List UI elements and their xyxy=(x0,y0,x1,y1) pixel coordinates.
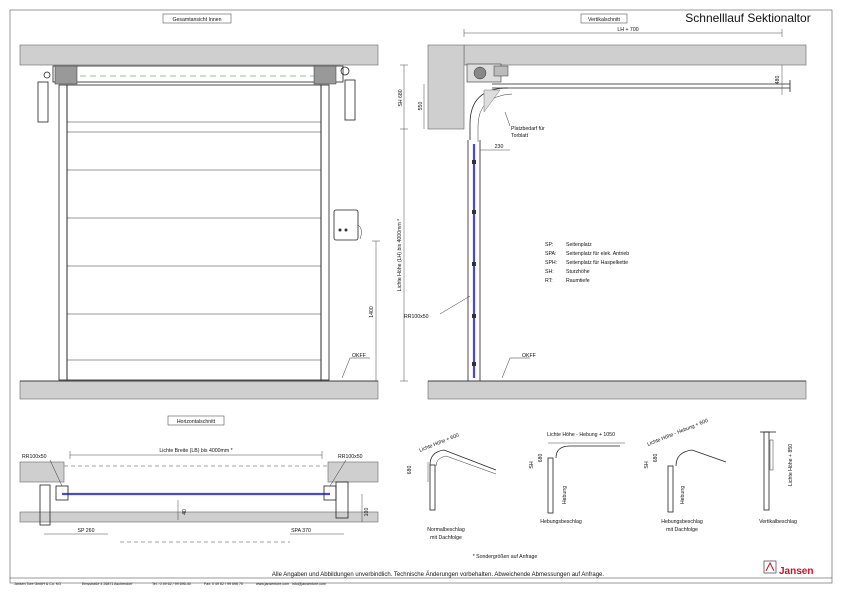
svg-text:RT:: RT: xyxy=(545,278,553,284)
fitting-hebung-dach-label: Hebung xyxy=(680,486,686,504)
svg-text:info@jansentore.com: info@jansentore.com xyxy=(292,582,326,586)
svg-text:Fax: 0 49 62 / 99 696 70: Fax: 0 49 62 / 99 696 70 xyxy=(204,582,243,586)
fitting-normal-caption-1: Normalbeschlag xyxy=(427,527,465,533)
front-view-title: Gesamtansicht Innen xyxy=(172,17,221,23)
svg-text:www.jansentore.com: www.jansentore.com xyxy=(256,582,289,586)
fitting-hebung-dach-680: 680 xyxy=(653,454,659,463)
svg-text:Jansen Tore GmbH & Co. KG: Jansen Tore GmbH & Co. KG xyxy=(14,582,61,586)
okff-left: OKFF xyxy=(352,353,366,359)
sheet-frame xyxy=(9,9,833,584)
fitting-hebung-dach-sh: SH xyxy=(644,461,650,468)
label-rr-left: RR100x50 xyxy=(22,454,47,460)
dim-lichte-breite: Lichte Breite (LB) bis 4000mm * xyxy=(159,448,232,454)
fitting-vertikal-dim: Lichte Höhe + 850 xyxy=(788,444,794,486)
svg-text:Raumtiefe: Raumtiefe xyxy=(566,278,590,284)
fitting-normal-680: 680 xyxy=(407,466,413,475)
label-rr-vertical: RR100x50 xyxy=(404,314,429,320)
dim-spa-370: SPA 370 xyxy=(291,528,311,534)
vertical-section-title: Vertikalschnitt xyxy=(588,17,621,23)
fitting-hebung-caption: Hebungsbeschlag xyxy=(540,519,582,525)
note-special-sizes: * Sondergrößen auf Anfrage xyxy=(473,554,538,560)
fitting-normal: 680 Lichte Höhe + 600 Normalbeschlag mit… xyxy=(407,432,497,541)
dim-lh-700: LH + 700 xyxy=(617,27,638,33)
svg-text:Tel.: 0 49 62 / 99 696-40: Tel.: 0 49 62 / 99 696-40 xyxy=(152,582,191,586)
front-floor xyxy=(19,380,379,400)
dim-480: 480 xyxy=(775,76,781,85)
dim-sp-260: SP 260 xyxy=(78,528,95,534)
dim-230: 230 xyxy=(495,144,504,150)
jansen-logo: Jansen xyxy=(763,560,813,577)
svg-text:Seitenplatz für elek. Antrieb: Seitenplatz für elek. Antrieb xyxy=(566,251,629,257)
dim-550: 550 xyxy=(418,102,424,111)
fitting-hebung-label: Hebung xyxy=(562,486,568,504)
label-platzbedarf-1: Platzbedarf für xyxy=(511,126,545,132)
lintel-wall xyxy=(427,44,465,130)
svg-text:SP:: SP: xyxy=(545,242,553,248)
fitting-hebung: Lichte Höhe - Hebung + 1050 SH 680 Hebun… xyxy=(529,432,625,525)
fitting-hebung-dach: Lichte Höhe - Hebung + 600 SH 680 Hebung… xyxy=(644,418,727,533)
fitting-hebung-dach-dim: Lichte Höhe - Hebung + 600 xyxy=(647,418,710,448)
okff-right: OKFF xyxy=(522,353,536,359)
fitting-hebung-sh: SH xyxy=(529,461,535,468)
fitting-hebung-680: 680 xyxy=(538,454,544,463)
brand-name: Jansen xyxy=(779,566,813,577)
svg-text:Seitenplatz für Haspelkette: Seitenplatz für Haspelkette xyxy=(566,260,628,266)
svg-text:Sturzhöhe: Sturzhöhe xyxy=(566,269,590,275)
control-box xyxy=(333,209,359,241)
label-rr-right: RR100x50 xyxy=(338,454,363,460)
fitting-vertikal: Lichte Höhe + 850 Vertikalbeschlag xyxy=(759,431,797,525)
svg-text:Seitenplatz: Seitenplatz xyxy=(566,242,592,248)
fitting-hebung-dach-caption-2: mit Dachfolge xyxy=(666,527,698,533)
svg-text:SH:: SH: xyxy=(545,269,554,275)
svg-text:Emsstraße 4 26871 Aschendor: Emsstraße 4 26871 Aschendorf xyxy=(82,582,132,586)
dim-40: 40 xyxy=(182,509,188,515)
fitting-vertikal-caption: Vertikalbeschlag xyxy=(759,519,797,525)
dim-sh-680: SH 680 xyxy=(398,89,404,106)
front-ceiling xyxy=(19,44,379,66)
svg-text:SPH:: SPH: xyxy=(545,260,557,266)
legend: SP: Seitenplatz SPA: Seitenplatz für elek.… xyxy=(545,242,629,284)
horizontal-section: Horizontalschnitt Lichte Breite (LB) bis… xyxy=(19,415,379,543)
horizontal-section-title: Horizontalschnitt xyxy=(177,419,216,425)
dim-100: 100 xyxy=(364,508,370,517)
fitting-hebung-dach-caption-1: Hebungsbeschlag xyxy=(661,519,703,525)
dim-1400: 1400 xyxy=(369,306,375,318)
footer: Jansen Tore GmbH & Co. KG Emsstraße 4 26… xyxy=(14,571,604,586)
fitting-hebung-dim: Lichte Höhe - Hebung + 1050 xyxy=(547,432,615,438)
footer-disclaimer: Alle Angaben und Abbildungen unverbindli… xyxy=(272,571,604,578)
fitting-normal-caption-2: mit Dachfolge xyxy=(430,535,462,541)
front-view: Gesamtansicht Innen 1 xyxy=(19,13,380,400)
vertical-section: Vertikalschnitt LH + 700 480 xyxy=(397,13,807,400)
svg-text:SPA:: SPA: xyxy=(545,251,556,257)
fitting-normal-dim: Lichte Höhe + 600 xyxy=(419,432,461,453)
drawing-title: Schnelllauf Sektionaltor xyxy=(685,11,810,25)
dim-lichte-hoehe: Lichte Höhe (LH) bis 4000mm * xyxy=(397,219,403,291)
label-platzbedarf-2: Torblatt xyxy=(511,133,529,139)
